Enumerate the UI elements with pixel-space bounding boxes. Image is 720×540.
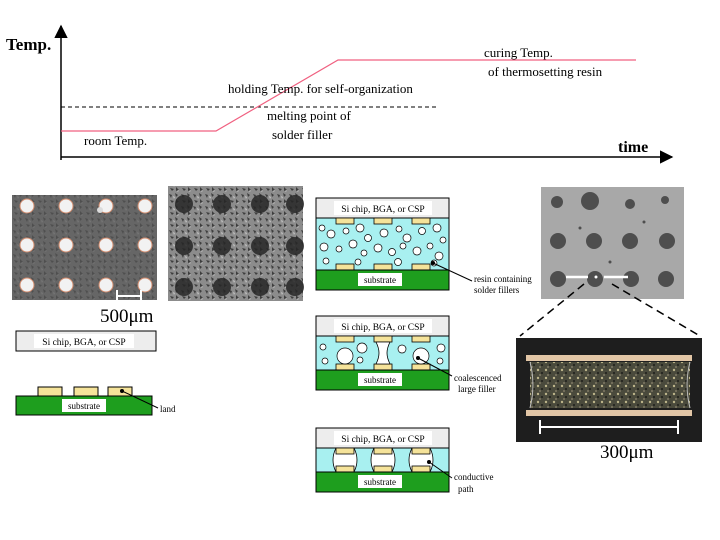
chip-label: Si chip, BGA, or CSP: [341, 323, 424, 333]
large-fillers: [319, 342, 446, 365]
path-leader-line: [428, 461, 453, 479]
curing-temp-label-1: curing Temp.: [484, 45, 553, 60]
stage-resin-fillers: Si chip, BGA, or CSP substrate resin con…: [315, 197, 532, 295]
resin-leader-line: [432, 262, 473, 282]
solder-fillers: [318, 223, 447, 267]
substrate-label: substrate: [68, 401, 100, 411]
stage-coalesced-fillers: Si chip, BGA, or CSP substrate coalescen…: [315, 315, 502, 394]
solder-neck: [375, 341, 391, 365]
temperature-profile-line: [61, 59, 636, 132]
land-label: land: [160, 404, 176, 414]
land-pad: [37, 386, 63, 397]
conductive-label-1: conductive: [454, 472, 494, 482]
scale-bar-500: [116, 290, 142, 302]
holding-temp-label: holding Temp. for self-organization: [228, 81, 413, 96]
cross-section-micrograph: [516, 338, 702, 442]
room-temp-label: room Temp.: [84, 133, 147, 148]
scale-bar-300: [539, 420, 679, 434]
section-marker: [566, 275, 628, 279]
substrate-label: substrate: [364, 477, 396, 487]
stage-conductive-path: Si chip, BGA, or CSP substrate conductiv…: [315, 427, 494, 494]
melting-point-label-2: solder filler: [272, 127, 333, 142]
conductive-label-2: path: [458, 484, 474, 494]
bump-micrograph: [541, 187, 684, 299]
land-pad: [73, 386, 99, 397]
scale-label-300: 300μm: [600, 442, 654, 463]
coalesced-label-2: large filler: [458, 384, 496, 394]
zoom-line-left: [519, 283, 585, 337]
coalesced-leader-line: [417, 357, 453, 377]
land-leader-line: [121, 390, 159, 409]
chip-label: Si chip, BGA, or CSP: [42, 338, 125, 348]
land-pad: [107, 386, 133, 397]
scale-label-500: 500μm: [100, 306, 154, 327]
chip-substrate-diagram: Si chip, BGA, or CSP substrate land: [15, 330, 176, 416]
substrate-label-box: [62, 399, 106, 412]
time-axis-label: time: [618, 139, 648, 156]
temperature-profile: Temp. time room Temp. holding Temp. for …: [6, 24, 674, 164]
land-array-micrograph: [12, 195, 157, 302]
chip-label: Si chip, BGA, or CSP: [341, 205, 424, 215]
melting-point-label-1: melting point of: [267, 108, 351, 123]
chip-label-box: [34, 334, 134, 348]
resin-label-2: solder fillers: [474, 285, 520, 295]
temp-axis-label: Temp.: [6, 35, 51, 54]
curing-temp-label-2: of thermosetting resin: [488, 64, 603, 79]
zoom-line-right: [611, 283, 701, 337]
coalesced-label-1: coalescenced: [454, 373, 502, 383]
substrate-label: substrate: [364, 275, 396, 285]
substrate-label: substrate: [364, 375, 396, 385]
resin-label-1: resin containing: [474, 274, 532, 284]
paste-micrograph: [168, 186, 304, 301]
chip-label: Si chip, BGA, or CSP: [341, 435, 424, 445]
resin-layer: [315, 217, 450, 271]
